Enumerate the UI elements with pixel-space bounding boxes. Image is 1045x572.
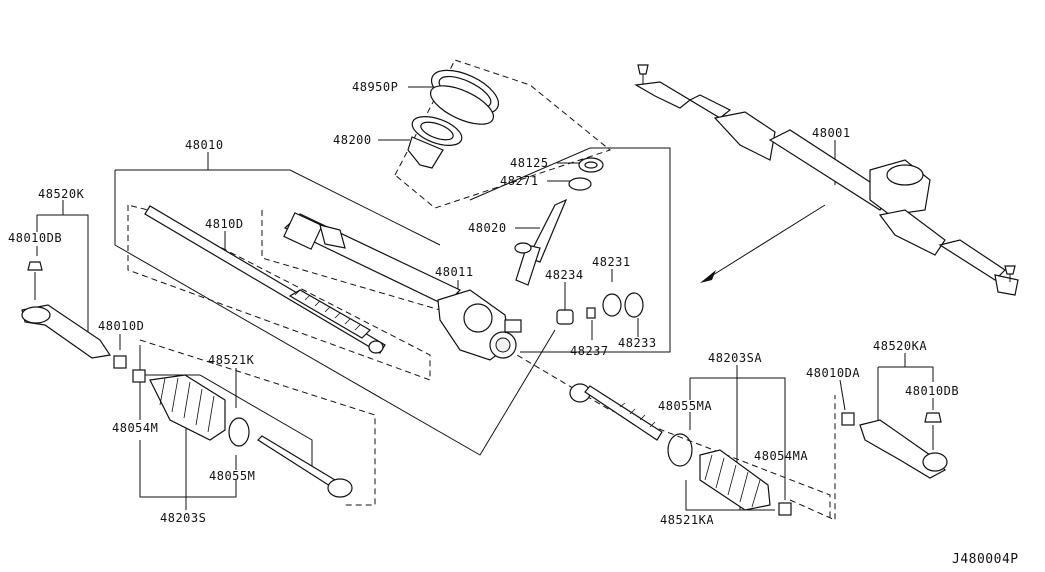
clamp-48055MA: [667, 433, 693, 467]
boot-group-dashed-box: [394, 59, 612, 209]
inner-tierod-left-dashed-box: [139, 339, 376, 506]
assembly-arrow-head: [700, 270, 716, 283]
label-48054M: 48054M: [112, 421, 158, 435]
inner-tie-rod-right: [569, 383, 663, 441]
gear-housing-48011: [283, 212, 522, 361]
boot-48203S: [149, 374, 226, 441]
label-48020: 48020: [468, 221, 507, 235]
label-48203S: 48203S: [160, 511, 206, 525]
label-48001: 48001: [812, 126, 851, 140]
assembly-arrow: [704, 204, 826, 281]
cap-48231: [602, 293, 622, 317]
tie-rod-end-right-48520KA: [859, 412, 948, 479]
label-48010DA: 48010DA: [806, 366, 860, 380]
label-48234: 48234: [545, 268, 584, 282]
leader-48010: [114, 152, 556, 456]
label-48203SA: 48203SA: [708, 351, 762, 365]
bracket-48520KA: [877, 353, 934, 430]
label-48233: 48233: [618, 336, 657, 350]
label-48271: 48271: [500, 174, 539, 188]
label-4810D: 4810D: [205, 217, 244, 231]
tierod-left-dashed-box: [127, 204, 431, 381]
column-hole-cover-48200: [407, 116, 463, 169]
label-48237: 48237: [570, 344, 609, 358]
label-48010DB-right: 48010DB: [905, 384, 959, 398]
label-48521K: 48521K: [208, 353, 255, 367]
lock-nut-48010DA: [841, 412, 855, 426]
dust-seal-48950P: [430, 69, 500, 125]
inner-tie-rod-left: [257, 435, 353, 498]
bracket-48203SA: [689, 365, 786, 500]
bracket-48521K: [140, 368, 313, 470]
snap-ring-48271: [568, 177, 592, 191]
diagram-reference: J480004P: [952, 552, 1019, 567]
bracket-48011-group: [469, 147, 671, 353]
pinion-assembly-48020: [514, 198, 568, 286]
label-48010DB-left: 48010DB: [8, 231, 62, 245]
rack-housing-dashed-box: [261, 210, 441, 311]
right-tierod-end-dashed-box: [789, 395, 836, 521]
clamp-48055M: [228, 417, 250, 447]
label-48055MA: 48055MA: [658, 399, 712, 413]
leader-48010DA: [839, 379, 846, 411]
bracket-48520K: [36, 200, 89, 340]
spring-48237: [586, 307, 596, 319]
label-48011: 48011: [435, 265, 474, 279]
rack-bar-4810D: [144, 205, 386, 354]
label-48520K: 48520K: [38, 187, 85, 201]
tie-rod-end-left-48520K: [21, 261, 112, 359]
boot-48203SA: [699, 449, 771, 511]
label-48125: 48125: [510, 156, 549, 170]
clamp-48054MA: [778, 502, 792, 516]
right-innerrod-dashed-box: [499, 344, 831, 520]
retainer-48234: [556, 309, 574, 325]
label-48010D: 48010D: [98, 319, 144, 333]
label-48010: 48010: [185, 138, 224, 152]
label-48950P: 48950P: [352, 80, 398, 94]
locknut-48233: [624, 292, 644, 318]
lock-nut-48010D: [113, 355, 127, 369]
label-48520KA: 48520KA: [873, 339, 927, 353]
clamp-48054M: [132, 369, 146, 383]
label-48200: 48200: [333, 133, 372, 147]
label-48054MA: 48054MA: [754, 449, 808, 463]
steering-gear-assembly-48001: [634, 64, 1019, 296]
label-48055M: 48055M: [209, 469, 255, 483]
label-48521KA: 48521KA: [660, 513, 714, 527]
label-48231: 48231: [592, 255, 631, 269]
oil-seal-48125: [578, 157, 604, 173]
